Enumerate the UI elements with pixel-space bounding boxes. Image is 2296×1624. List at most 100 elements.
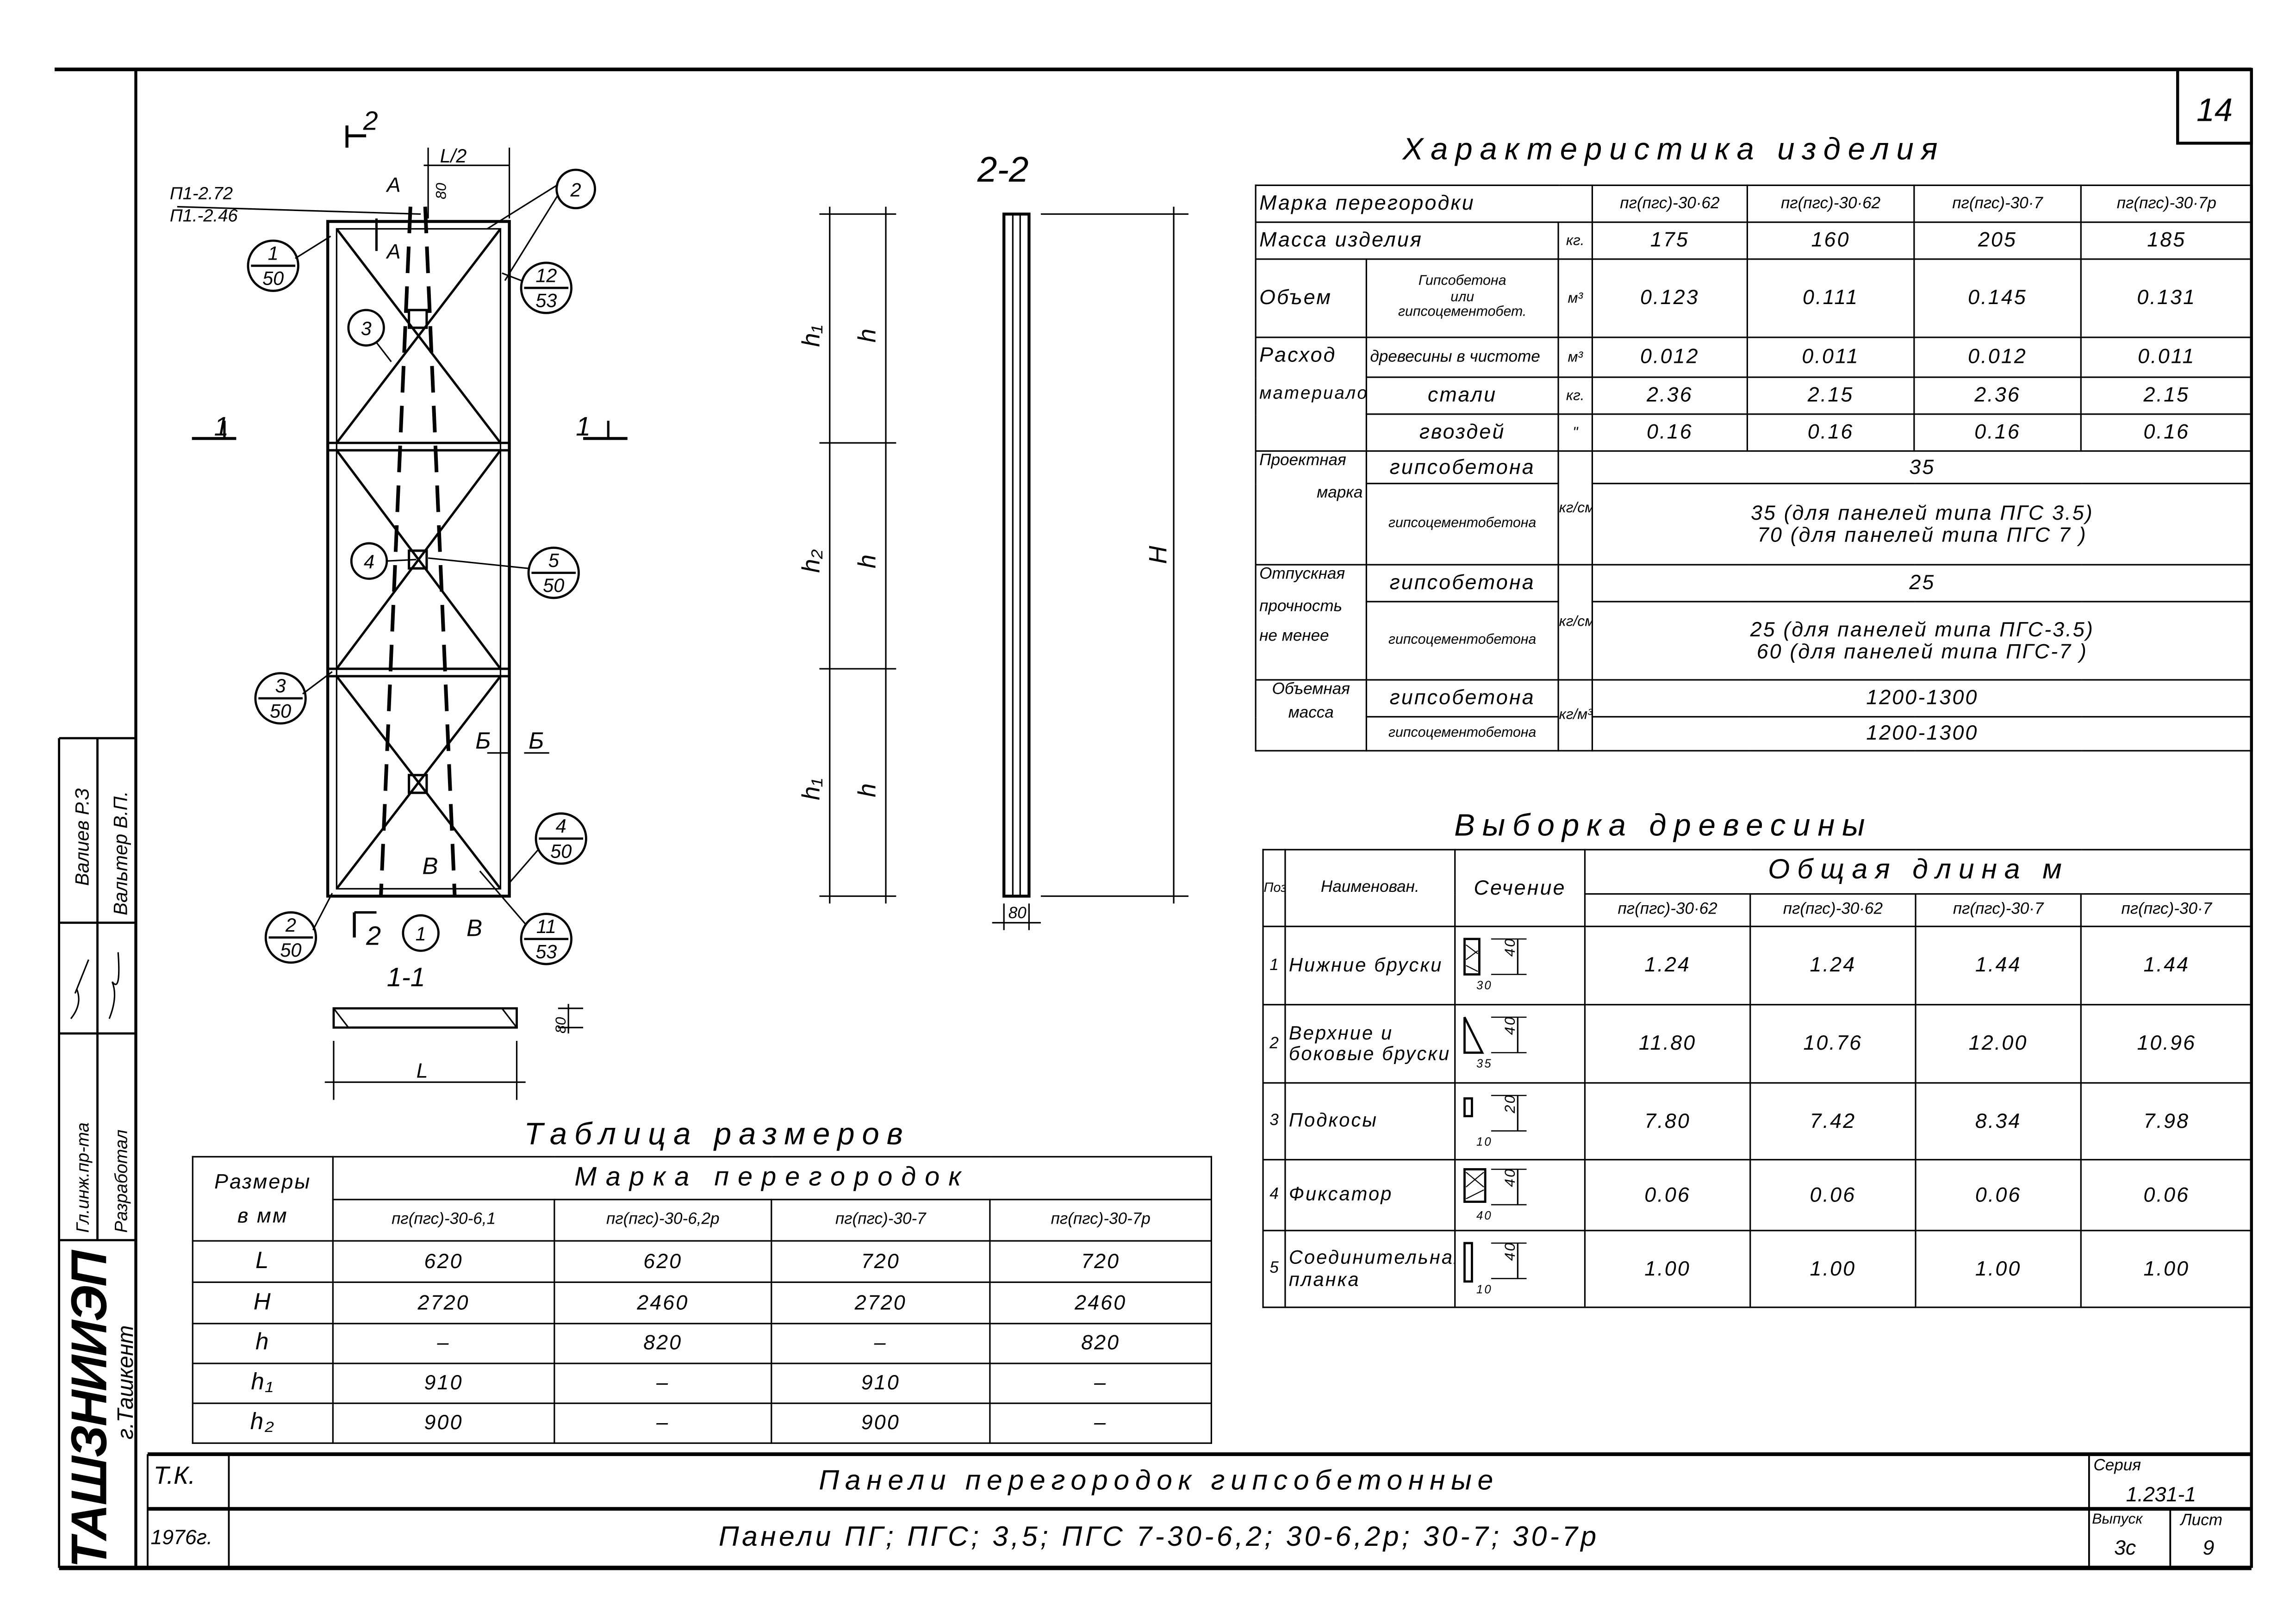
- size-cell: 620: [332, 1240, 555, 1283]
- row-sublabel: гипсобетона: [1365, 679, 1559, 718]
- table-row: стали кг. 2.36 2.15 2.36 2.15: [1256, 376, 2253, 415]
- callout-5-num: 5: [548, 549, 560, 571]
- callout-3: 3: [361, 317, 372, 339]
- drawing-title: Панели перегородок гипсобетонные: [819, 1466, 1500, 1497]
- length-cell: 0.06: [1749, 1159, 1916, 1232]
- stamp-city: г.Ташкент: [113, 1325, 138, 1439]
- size-cell: 2460: [554, 1281, 772, 1325]
- cell: 0.16: [2080, 413, 2253, 452]
- drawing-subtitle: Панели ПГ; ПГС; 3,5; ПГС 7-30-6,2; 30-6,…: [718, 1522, 1599, 1553]
- section-2-2: [819, 206, 1188, 930]
- section-height: 40: [1501, 1167, 1518, 1187]
- column-header: пг(пгс)-30-7р: [989, 1199, 1213, 1242]
- column-header: пг(пгс)-30·7р: [2080, 184, 2253, 223]
- org-logo: ТАШЗНИИЭП: [61, 1250, 117, 1568]
- callout-2b-num: 2: [285, 914, 296, 936]
- brand-header: Марка перегородок: [332, 1156, 1213, 1201]
- series-label: Серия: [2093, 1457, 2141, 1475]
- name-cell: Верхние и боковые бруски: [1284, 1004, 1456, 1084]
- callout-3b-num: 3: [275, 675, 286, 697]
- wood-table: Поз Наименован. Сечение Общая длина м пг…: [1262, 849, 2253, 1308]
- pos-cell: 4: [1262, 1159, 1286, 1232]
- cell: 2.15: [2080, 376, 2253, 415]
- length-cell: 0.06: [1915, 1159, 2082, 1232]
- callout-4b-den: 50: [550, 840, 572, 862]
- section-width: 10: [1476, 1135, 1493, 1148]
- table-row: Объем Гипсобетона или гипсоцементобет. м…: [1255, 258, 2253, 338]
- name-cell: Соединительная планка: [1284, 1230, 1456, 1308]
- section-width: 35: [1476, 1058, 1493, 1070]
- table-row: Объемная масса гипсобетона кг/м³ 1200-13…: [1255, 679, 2253, 752]
- section-2-2-title: 2-2: [977, 150, 1029, 189]
- column-header: пг(пгс)-30-6,1: [332, 1199, 555, 1242]
- length-cell: 8.34: [1915, 1082, 2082, 1161]
- characteristics-table: Марка перегородки пг(пгс)-30·62 пг(пгс)-…: [1255, 184, 2253, 752]
- dim-total-height: H: [1144, 546, 1172, 564]
- cell: 2.36: [1591, 376, 1748, 415]
- cell: 2.36: [1913, 376, 2082, 415]
- row-label: Проектная: [1259, 452, 1346, 470]
- table-row: гипсоцементобетона 35 (для панелей типа …: [1256, 483, 2253, 566]
- pos-cell: 1: [1262, 926, 1286, 1006]
- row-sublabel: гипсобетона: [1365, 450, 1559, 485]
- row-sublabel: гипсоцементобет.: [1398, 304, 1527, 321]
- callout-12-den: 53: [535, 290, 557, 311]
- length-cell: 10.96: [2080, 1004, 2253, 1084]
- unit: кг/м³: [1557, 679, 1593, 752]
- tk-label: Т.К.: [153, 1462, 196, 1490]
- dim-cell: H: [192, 1281, 334, 1325]
- dim-cell: h: [192, 1323, 334, 1364]
- section-height: 40: [1501, 938, 1518, 957]
- label-v-bottom: В: [467, 915, 482, 941]
- column-header: пг(пгс)-30-6,2р: [554, 1199, 772, 1242]
- name-header: Наименован.: [1284, 849, 1456, 927]
- name-cell: Подкосы: [1284, 1082, 1456, 1161]
- length-cell: 1.24: [1584, 926, 1751, 1006]
- sheet-label: Лист: [2180, 1512, 2222, 1530]
- size-cell: 820: [554, 1323, 772, 1364]
- size-cell: –: [332, 1323, 555, 1364]
- row-sublabel: гипсоцементобетона: [1365, 483, 1559, 566]
- size-cell: 910: [332, 1363, 555, 1404]
- cell: 0.012: [1591, 336, 1748, 378]
- issue-label: Выпуск: [2092, 1512, 2143, 1528]
- mark-p2: П1.-2.46: [170, 206, 238, 226]
- column-header: пг(пгс)-30·7: [1913, 184, 2082, 223]
- size-cell: –: [771, 1323, 991, 1364]
- row-sublabel: стали: [1365, 376, 1559, 415]
- stamp-name1: Валиев Р.З: [71, 788, 93, 886]
- signatures: [70, 952, 120, 1020]
- cell: 0.145: [1913, 258, 2082, 338]
- size-cell: 2720: [332, 1281, 555, 1325]
- column-header: пг(пгс)-30·62: [1591, 184, 1748, 223]
- callout-3b-den: 50: [270, 700, 291, 722]
- stamp-name2: Вальтер В.П.: [109, 791, 131, 915]
- callout-1-den: 50: [262, 268, 284, 289]
- row-label: марка: [1317, 484, 1363, 502]
- table-row: Масса изделия кг. 175 160 205 185: [1255, 221, 2253, 260]
- section-width: 40: [1476, 1209, 1493, 1222]
- callout-2: 2: [570, 179, 581, 200]
- column-header: пг(пгс)-30·62: [1746, 184, 1915, 223]
- cell: 0.012: [1913, 336, 2082, 378]
- section-sketch-icon: 40 40: [1463, 1167, 1527, 1222]
- table-row: гипсоцементобетона 1200-1300: [1256, 716, 2253, 752]
- section-2-marker-bottom: 2: [366, 921, 381, 951]
- row-label: материалов: [1259, 383, 1365, 404]
- section-1-1: [324, 1004, 584, 1100]
- cell-line: 25 (для панелей типа ПГС-3.5): [1750, 616, 2095, 641]
- cell: 160: [1746, 221, 1915, 260]
- label-b-left: Б: [475, 727, 491, 753]
- label-a-top: А: [386, 174, 401, 197]
- callout-5-den: 50: [543, 574, 564, 596]
- size-cell: –: [989, 1363, 1213, 1404]
- section-height: 40: [1501, 1016, 1518, 1035]
- section-1-1-length: L: [417, 1060, 428, 1083]
